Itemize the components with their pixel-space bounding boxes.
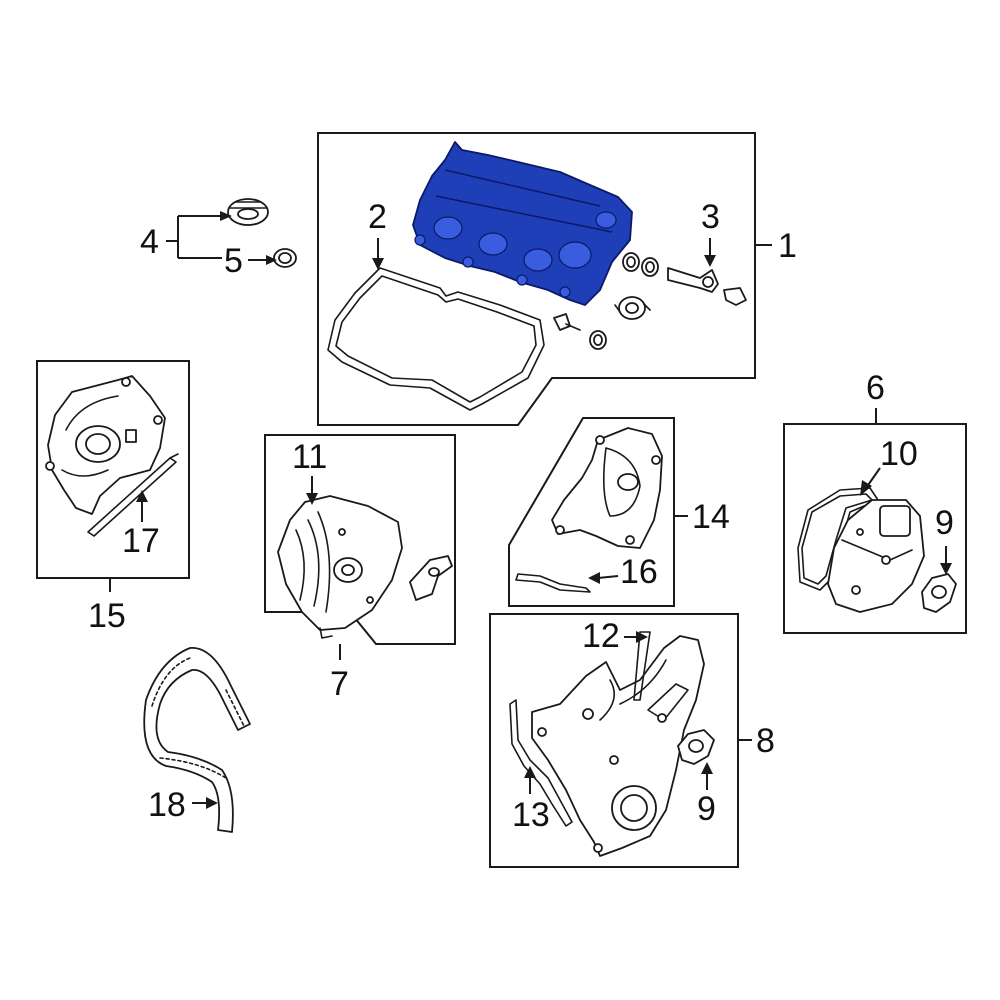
callout-11: 11 bbox=[292, 438, 327, 476]
callout-2: 2 bbox=[368, 198, 387, 236]
valve-cover-gasket bbox=[327, 267, 545, 411]
callout-16: 16 bbox=[620, 553, 658, 591]
grommet-9-upper bbox=[921, 573, 957, 613]
water-pump-gasket bbox=[409, 555, 453, 601]
grommet-9-lower bbox=[677, 729, 715, 765]
callout-8: 8 bbox=[756, 722, 775, 760]
rear-timing-cover bbox=[45, 375, 166, 515]
callout-5: 5 bbox=[224, 242, 243, 280]
callout-18: 18 bbox=[148, 786, 186, 824]
seal-13 bbox=[509, 699, 573, 827]
callout-9-upper: 9 bbox=[935, 504, 954, 542]
valve-cover bbox=[412, 141, 633, 306]
front-lower-timing-cover bbox=[531, 635, 705, 857]
oil-filler-cap bbox=[227, 198, 269, 226]
callout-15: 15 bbox=[88, 597, 126, 635]
oil-filler-cap-gasket bbox=[273, 248, 297, 268]
breather-grommet bbox=[614, 296, 651, 320]
callout-4: 4 bbox=[140, 223, 159, 261]
callout-12: 12 bbox=[582, 617, 620, 655]
callout-7: 7 bbox=[330, 665, 349, 703]
timing-belt-guide bbox=[87, 453, 179, 537]
seal-12 bbox=[633, 631, 651, 701]
pcv-valve bbox=[667, 267, 747, 306]
lower-timing-cover bbox=[827, 499, 925, 613]
callout-9-lower: 9 bbox=[697, 790, 716, 828]
timing-belt bbox=[143, 647, 251, 833]
callout-1: 1 bbox=[778, 227, 797, 265]
cover-seal-strip bbox=[515, 573, 591, 593]
spark-plug-tube-seals bbox=[589, 252, 659, 350]
callout-13: 13 bbox=[512, 796, 550, 834]
callout-17: 17 bbox=[122, 522, 160, 560]
callout-3: 3 bbox=[701, 198, 720, 236]
callout-6: 6 bbox=[866, 369, 885, 407]
cover-bolt bbox=[553, 313, 581, 331]
front-upper-timing-cover bbox=[551, 427, 663, 549]
callout-14: 14 bbox=[692, 498, 730, 536]
callout-10: 10 bbox=[880, 435, 918, 473]
water-pump bbox=[277, 495, 403, 639]
